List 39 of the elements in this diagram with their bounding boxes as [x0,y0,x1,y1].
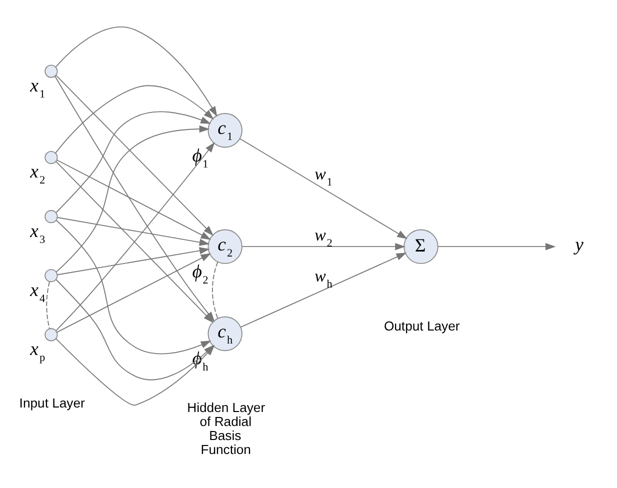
node-circle [44,328,58,342]
label: Output Layer [384,318,460,334]
arrow [56,125,210,272]
node-label: x$_{4}$ [30,280,46,305]
arrow [57,217,210,246]
arrow [56,253,212,333]
node-circle: c$_{1}$ [208,113,242,148]
connector [212,262,218,319]
edge-label: w$_{1}$ [314,164,332,188]
node-label: x$_{p}$ [30,338,46,364]
label: Hidden Layer of Radial Basis Function [187,400,266,457]
node-label: ϕ$_{2}$ [192,262,208,287]
node-circle [44,64,58,78]
arrow [242,242,406,250]
arrow [240,138,408,240]
node-label: x$_{3}$ [30,220,46,246]
node-circle [44,150,58,164]
arrow [240,252,407,328]
edge-label: w$_{2}$ [314,225,332,250]
node-circle [44,269,58,282]
arrow [57,247,210,276]
edge-label: w$_{h}$ [314,266,332,291]
node-circle: c$_{h}$ [208,316,242,352]
node-label: x$_{1}$ [30,75,46,100]
arrow [56,160,212,240]
arrow [55,26,218,117]
arrow [56,111,211,214]
node-text: y [575,234,584,256]
label: Input Layer [19,396,85,411]
node-circle: Σ [404,229,438,264]
node-circle [44,210,58,224]
arrow [56,74,214,236]
node-label: ϕ$_{1}$ [192,145,208,170]
node-label: x$_{2}$ [30,162,46,187]
connector [46,281,50,330]
arrow [56,220,212,354]
arrow [55,85,214,154]
node-circle: c$_{2}$ [208,229,242,264]
arrow [438,242,556,250]
